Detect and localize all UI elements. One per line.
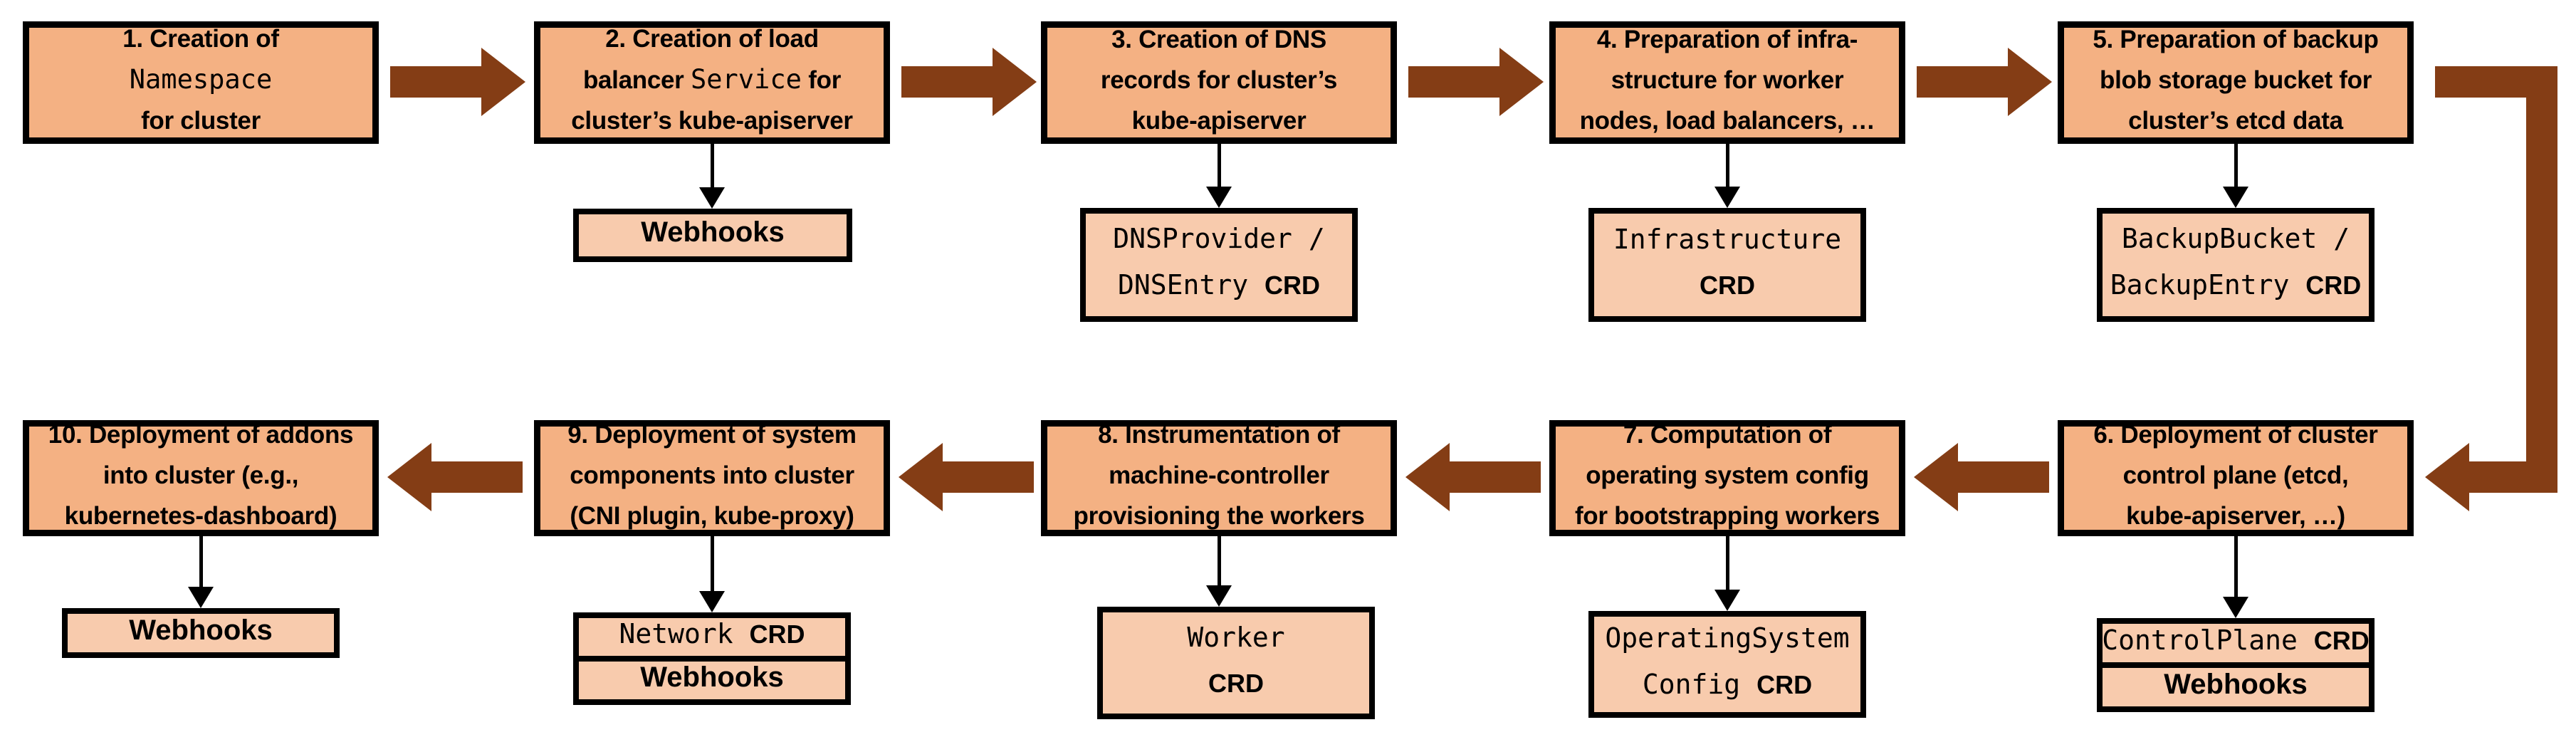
step-box-2: 2. Creation of load balancer Service for c… xyxy=(534,21,890,144)
text-line: control plane (etcd, xyxy=(2122,461,2349,489)
text-line: 5. Preparation of backup xyxy=(2093,25,2379,53)
text-line: operating system config xyxy=(1586,461,1869,489)
webhooks-box-step9: Webhooks xyxy=(573,656,851,705)
text-line: 10. Deployment of addons xyxy=(48,421,354,449)
text-line: provisioning the workers xyxy=(1073,502,1365,530)
webhooks-box-step2: Webhooks xyxy=(573,209,852,262)
text-line: blob storage bucket for xyxy=(2099,66,2372,94)
text-line: components into cluster xyxy=(570,461,854,489)
text-line: 3. Creation of DNS xyxy=(1111,25,1326,53)
text-line: records for cluster’s xyxy=(1100,66,1338,94)
step-box-1: 1. Creation of Namespace for cluster xyxy=(23,21,379,144)
text-line: DNSEntry CRD xyxy=(1118,269,1320,301)
text-line: 1. Creation of xyxy=(122,25,279,53)
text-line: Namespace xyxy=(129,64,273,95)
step-box-7: 7. Computation of operating system config… xyxy=(1549,420,1905,536)
text-line: OperatingSystem xyxy=(1605,622,1850,654)
text-line: DNSProvider / xyxy=(1113,223,1325,254)
text-line: 2. Creation of load xyxy=(605,25,819,53)
text-line: 4. Preparation of infra- xyxy=(1596,25,1858,53)
step-box-10: 10. Deployment of addons into cluster (e.… xyxy=(23,420,379,536)
step-box-5: 5. Preparation of backup blob storage buc… xyxy=(2058,21,2414,144)
step-box-8: 8. Instrumentation of machine-controller p… xyxy=(1041,420,1397,536)
webhooks-box-step10: Webhooks xyxy=(62,608,340,658)
text-line: Network CRD xyxy=(619,618,805,649)
text-line: 6. Deployment of cluster xyxy=(2093,421,2378,449)
text-line: kube-apiserver, …) xyxy=(2126,502,2345,530)
text-line: Webhooks xyxy=(2164,668,2308,700)
crd-box-network: Network CRD xyxy=(573,612,851,662)
text-line: into cluster (e.g., xyxy=(103,461,299,489)
text-line: kubernetes-dashboard) xyxy=(64,502,337,530)
crd-box-backup: BackupBucket / BackupEntry CRD xyxy=(2097,208,2375,322)
text-line: ControlPlane CRD xyxy=(2102,624,2370,656)
text-line: BackupBucket / xyxy=(2121,223,2350,254)
text-line: Config CRD xyxy=(1642,669,1813,700)
step-box-3: 3. Creation of DNS records for cluster’s k… xyxy=(1041,21,1397,144)
text-line: kube-apiserver xyxy=(1131,106,1307,135)
text-line: CRD xyxy=(1208,668,1264,698)
text-line: Infrastructure xyxy=(1613,223,1842,255)
step-box-9: 9. Deployment of system components into c… xyxy=(534,420,890,536)
text-line: Webhooks xyxy=(129,614,273,646)
text-line: (CNI plugin, kube-proxy) xyxy=(570,502,854,530)
text-line: machine-controller xyxy=(1109,461,1329,489)
text-line: BackupEntry CRD xyxy=(2110,269,2362,301)
text-line: cluster’s etcd data xyxy=(2128,106,2343,135)
webhooks-box-step6: Webhooks xyxy=(2097,662,2375,712)
text-line: 8. Instrumentation of xyxy=(1098,421,1340,449)
text-line: Webhooks xyxy=(641,216,785,248)
text-line: nodes, load balancers, … xyxy=(1579,106,1875,135)
text-line: Webhooks xyxy=(640,662,784,693)
step-box-6: 6. Deployment of cluster control plane (e… xyxy=(2058,420,2414,536)
text-line: 7. Computation of xyxy=(1623,421,1832,449)
text-line: for cluster xyxy=(141,107,261,135)
text-line: structure for worker xyxy=(1611,66,1844,94)
step-box-4: 4. Preparation of infra-structure for wo… xyxy=(1549,21,1905,144)
text-line: CRD xyxy=(1700,270,1755,300)
text-line: balancer Service for xyxy=(582,64,842,95)
text-line: for bootstrapping workers xyxy=(1574,502,1880,530)
crd-box-dns: DNSProvider / DNSEntry CRD xyxy=(1080,208,1358,322)
crd-box-controlplane: ControlPlane CRD xyxy=(2097,618,2375,668)
text-line: cluster’s kube-apiserver xyxy=(571,107,853,135)
text-line: Worker xyxy=(1187,621,1285,653)
text-line: 9. Deployment of system xyxy=(567,421,857,449)
